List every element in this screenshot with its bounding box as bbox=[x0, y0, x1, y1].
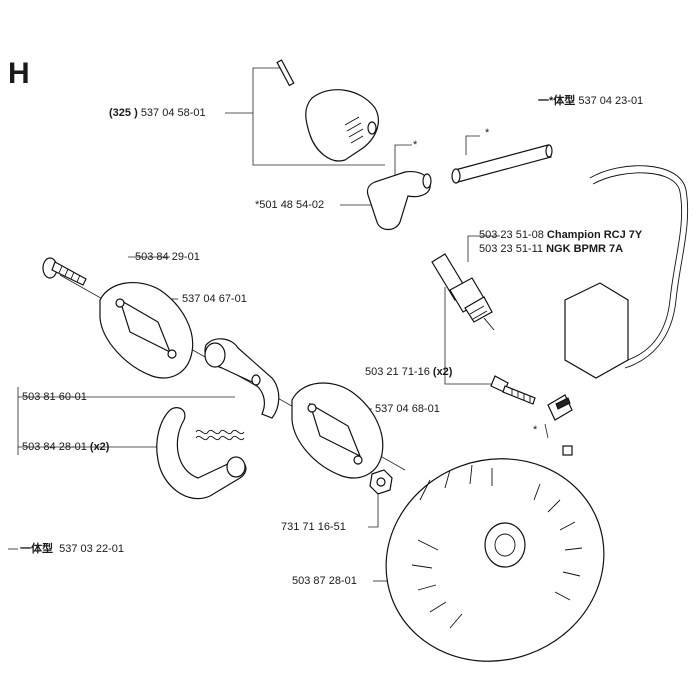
clutch-spring-part bbox=[195, 429, 245, 441]
lead-tube-part bbox=[451, 144, 553, 184]
cover-part-number: 537 04 58-01 bbox=[140, 107, 206, 119]
coil-screw-qty: (x2) bbox=[432, 366, 453, 378]
cover-qty: (325 ) bbox=[109, 107, 138, 119]
cover-part bbox=[305, 89, 379, 162]
assembly-part-number: 537 03 22-01 bbox=[59, 543, 124, 555]
flywheel-part bbox=[385, 458, 605, 662]
plug-2-label: 503 23 51-11 NGK BPMR 7A bbox=[479, 243, 623, 256]
coil-screw-part bbox=[490, 375, 536, 405]
clutch-shoe-top-part bbox=[204, 338, 280, 419]
cap-star-marker: * bbox=[413, 139, 418, 151]
tube-star-marker: * bbox=[485, 127, 490, 139]
screw-part bbox=[42, 257, 87, 286]
clutch-shoe-bottom-part bbox=[156, 407, 247, 500]
clutch-plate-front-part bbox=[99, 282, 194, 379]
ignition-part-number: 537 04 23-01 bbox=[578, 95, 644, 107]
screw-part-number: 503 84 29-01 bbox=[135, 251, 200, 263]
section-letter: H bbox=[8, 57, 30, 90]
shoe-qty: (x2) bbox=[89, 441, 110, 453]
spring-part-number: 503 81 60-01 bbox=[22, 391, 87, 403]
coil-screw-part-number: 503 21 71-16 bbox=[365, 366, 430, 378]
plug-2-name: NGK BPMR 7A bbox=[546, 243, 624, 255]
assembly-prefix: 一体型 bbox=[20, 543, 53, 555]
spark-plug-part bbox=[431, 253, 495, 331]
cap-part-number: *501 48 54-02 bbox=[255, 199, 325, 211]
assembly-label: 一体型 537 03 22-01 bbox=[20, 543, 124, 556]
plug-1-label: 503 23 51-08 Champion RCJ 7Y bbox=[479, 229, 642, 242]
cover-label: (325 ) 537 04 58-01 bbox=[109, 107, 206, 120]
coil-screw-label: 503 21 71-16 (x2) bbox=[365, 366, 452, 379]
pin-part bbox=[276, 59, 295, 87]
plug-1-name: Champion RCJ 7Y bbox=[546, 229, 643, 241]
nut-part bbox=[369, 469, 393, 495]
flywheel-part-number: 503 87 28-01 bbox=[292, 575, 357, 587]
coil-star-marker: * bbox=[533, 424, 538, 436]
shoe-part-number: 503 84 28-01 bbox=[22, 441, 87, 453]
clutch-plate-rear-part bbox=[291, 382, 384, 479]
shoe-label: 503 84 28-01 (x2) bbox=[22, 441, 109, 454]
ignition-label: 一*体型 537 04 23-01 bbox=[538, 95, 643, 108]
plate2-part-number: 537 04 68-01 bbox=[375, 403, 440, 415]
plate-part-number: 537 04 67-01 bbox=[182, 293, 247, 305]
plug-2-part-number: 503 23 51-11 bbox=[479, 243, 544, 255]
ignition-prefix: 一*体型 bbox=[538, 95, 576, 107]
ignition-coil-part bbox=[547, 165, 689, 456]
nut-part-number: 731 71 16-51 bbox=[281, 521, 346, 533]
plug-1-part-number: 503 23 51-08 bbox=[479, 229, 544, 241]
spark-plug-cap-part bbox=[366, 170, 432, 231]
